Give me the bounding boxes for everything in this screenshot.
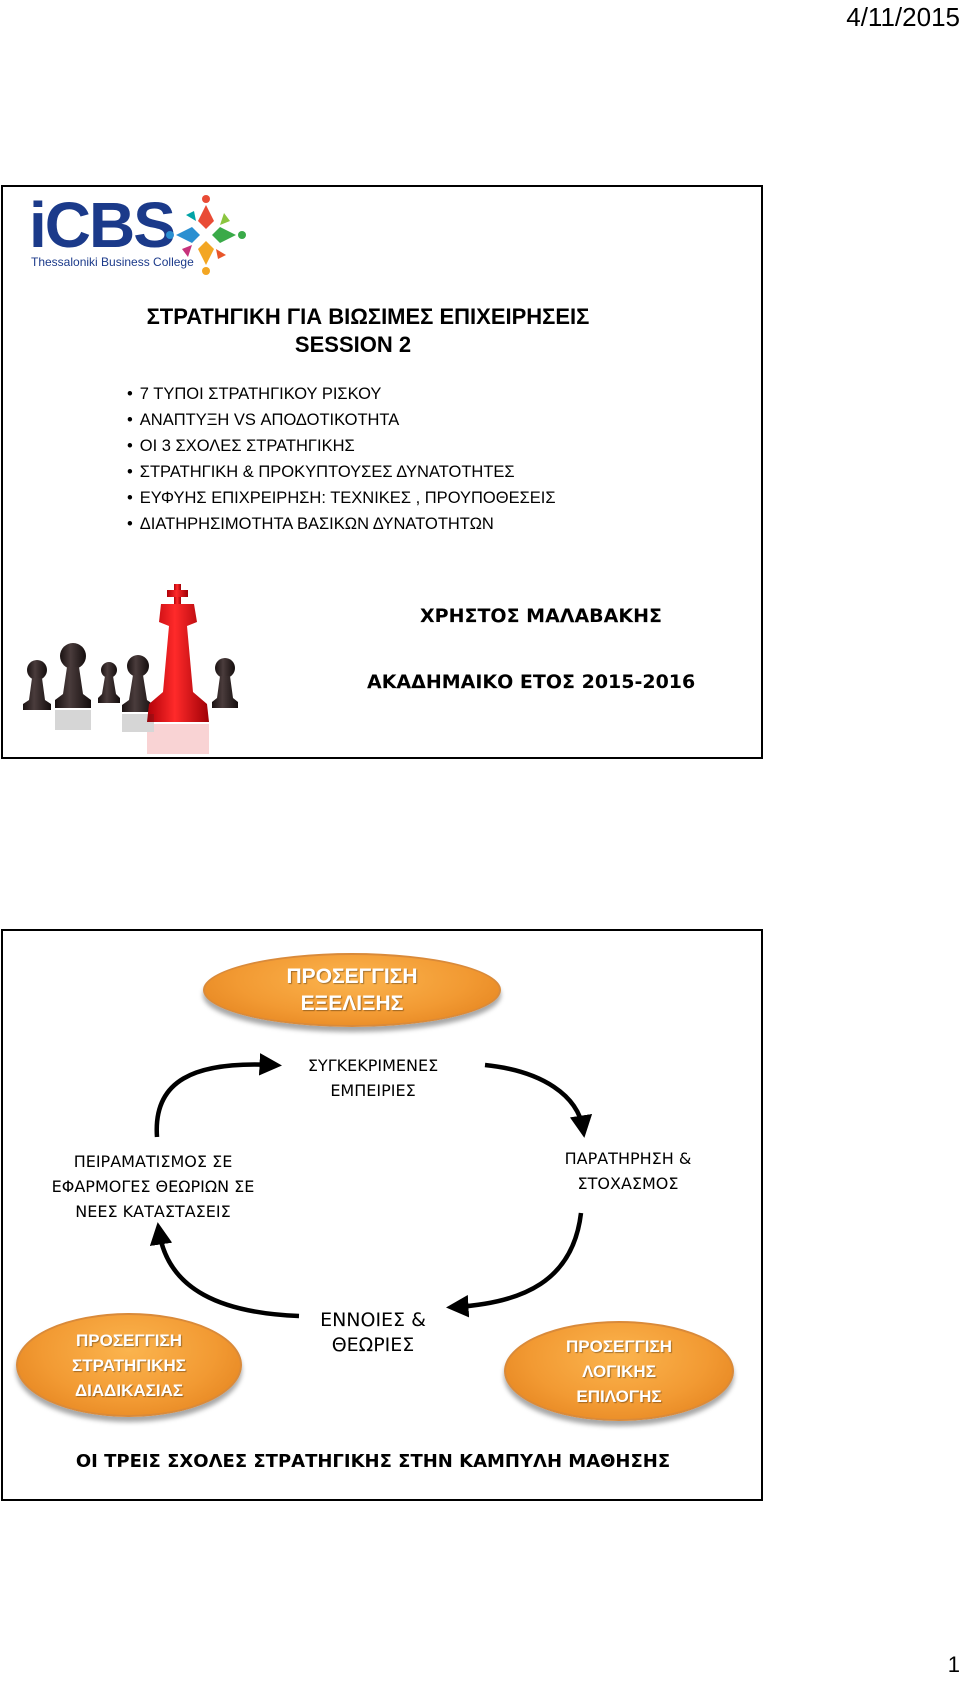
oval-line: ΔΙΑΔΙΚΑΣΙΑΣ [74, 1380, 184, 1400]
logo-subtitle: Thessaloniki Business College [31, 255, 194, 269]
arrow-bottom-left [149, 1222, 300, 1319]
label-concrete-experience: ΣΥΓΚΕΚΡΙΜΕΝΕΣ ΕΜΠΕΙΡΙΕΣ [263, 1053, 483, 1103]
slide1-title: ΣΤΡΑΤΗΓΙΚΗ ΓΙΑ ΒΙΩΣΙΜΕΣ ΕΠΙΧΕΙΡΗΣΕΙΣ SES… [3, 303, 761, 359]
oval-line: ΕΞΕΛΙΞΗΣ [300, 992, 404, 1015]
cycle-arrows [149, 1053, 593, 1319]
oval-evolution-approach: ΠΡΟΣΕΓΓΙΣΗ ΕΞΕΛΙΞΗΣ [203, 953, 501, 1027]
label-line: ΕΜΠΕΙΡΙΕΣ [330, 1081, 416, 1100]
oval-line: ΠΡΟΣΕΓΓΙΣΗ [75, 1330, 183, 1350]
topic-list: 7 ΤΥΠΟΙ ΣΤΡΑΤΗΓΙΚΟΥ ΡΙΣΚΟΥ ΑΝΑΠΤΥΞΗ VS Α… [127, 381, 556, 537]
label-concepts-theories: ΕΝΝΟΙΕΣ & ΘΕΩΡΙΕΣ [293, 1308, 453, 1358]
logo-wordmark: iCBS [29, 189, 176, 261]
oval-line: ΕΠΙΛΟΓΗΣ [576, 1386, 662, 1406]
label-line: ΠΕΙΡΑΜΑΤΙΣΜΟΣ ΣΕ [73, 1152, 233, 1171]
title-line-1: ΣΤΡΑΤΗΓΙΚΗ ΓΙΑ ΒΙΩΣΙΜΕΣ ΕΠΙΧΕΙΡΗΣΕΙΣ [146, 304, 590, 329]
chess-pieces-image [23, 584, 238, 754]
page-number: 1 [947, 1652, 960, 1677]
oval-line: ΣΤΡΑΤΗΓΙΚΗΣ [72, 1355, 186, 1375]
list-item: ΣΤΡΑΤΗΓΙΚΗ & ΠΡΟΚΥΠΤΟΥΣΕΣ ΔΥΝΑΤΟΤΗΤΕΣ [127, 459, 556, 485]
label-line: ΕΝΝΟΙΕΣ & [320, 1309, 426, 1331]
label-line: ΣΤΟΧΑΣΜΟΣ [577, 1174, 679, 1193]
oval-line: ΛΟΓΙΚΗΣ [582, 1361, 656, 1381]
list-item: ΟΙ 3 ΣΧΟΛΕΣ ΣΤΡΑΤΗΓΙΚΗΣ [127, 433, 556, 459]
slide2-caption: ΟΙ ΤΡΕΙΣ ΣΧΟΛΕΣ ΣΤΡΑΤΗΓΙΚΗΣ ΣΤΗΝ ΚΑΜΠΥΛΗ… [75, 1451, 671, 1472]
list-item: ΕΥΦΥΗΣ ΕΠΙΧΡΕΙΡΗΣΗ: ΤΕΧΝΙΚΕΣ , ΠΡΟΥΠΟΘΕΣ… [127, 485, 556, 511]
arrow-bottom-right [446, 1212, 584, 1318]
title-line-2: SESSION 2 [294, 332, 412, 357]
oval-process-approach: ΠΡΟΣΕΓΓΙΣΗ ΣΤΡΑΤΗΓΙΚΗΣ ΔΙΑΔΙΚΑΣΙΑΣ [16, 1313, 242, 1417]
oval-line: ΠΡΟΣΕΓΓΙΣΗ [565, 1336, 673, 1356]
logo-emblem-icon [166, 195, 246, 275]
page-date: 4/11/2015 [846, 2, 960, 32]
arrow-top-left [154, 1053, 282, 1138]
slide-title: iCBS Thessaloniki Business College ΣΤΡΑΤ… [1, 185, 763, 759]
list-item: 7 ΤΥΠΟΙ ΣΤΡΑΤΗΓΙΚΟΥ ΡΙΣΚΟΥ [127, 381, 556, 407]
slide-learning-cycle: ΠΡΟΣΕΓΓΙΣΗ ΕΞΕΛΙΞΗΣ ΣΥΓΚΕΚΡΙΜΕΝΕΣ ΕΜΠΕΙΡ… [1, 929, 763, 1501]
label-line: ΘΕΩΡΙΕΣ [331, 1334, 415, 1356]
icbs-logo: iCBS Thessaloniki Business College [29, 191, 259, 277]
list-item: ΑΝΑΠΤΥΞΗ VS ΑΠΟΔΟΤΙΚΟΤΗΤΑ [127, 407, 556, 433]
label-reflective-observation: ΠΑΡΑΤΗΡΗΣΗ & ΣΤΟΧΑΣΜΟΣ [533, 1146, 723, 1196]
author-name: ΧΡΗΣΤΟΣ ΜΑΛΑΒΑΚΗΣ [420, 605, 662, 627]
arrow-top-right [484, 1062, 593, 1138]
oval-line: ΠΡΟΣΕΓΓΙΣΗ [286, 965, 418, 988]
list-item: ΔΙΑΤΗΡΗΣΙΜΟΤΗΤΑ ΒΑΣΙΚΩΝ ΔΥΝΑΤΟΤΗΤΩΝ [127, 511, 556, 537]
label-line: ΝΕΕΣ ΚΑΤΑΣΤΑΣΕΙΣ [75, 1202, 231, 1221]
label-line: ΣΥΓΚΕΚΡΙΜΕΝΕΣ [307, 1056, 439, 1075]
label-line: ΠΑΡΑΤΗΡΗΣΗ & [564, 1149, 692, 1168]
oval-rational-choice-approach: ΠΡΟΣΕΓΓΙΣΗ ΛΟΓΙΚΗΣ ΕΠΙΛΟΓΗΣ [504, 1321, 734, 1421]
label-active-experimentation: ΠΕΙΡΑΜΑΤΙΣΜΟΣ ΣΕ ΕΦΑΡΜΟΓΕΣ ΘΕΩΡΙΩΝ ΣΕ ΝΕ… [33, 1149, 273, 1224]
academic-year: ΑΚΑΔΗΜΑΙΚΟ ΕΤΟΣ 2015-2016 [367, 671, 696, 693]
label-line: ΕΦΑΡΜΟΓΕΣ ΘΕΩΡΙΩΝ ΣΕ [51, 1177, 255, 1196]
